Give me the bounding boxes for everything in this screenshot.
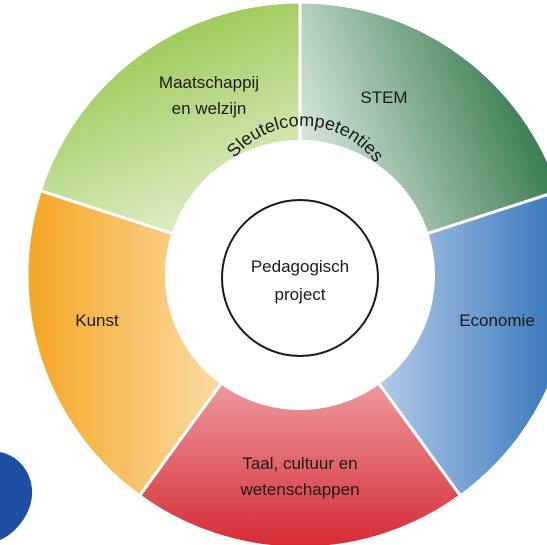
segment-label-stem-1: STEM [360, 88, 407, 107]
center-label-line-2: project [274, 285, 325, 304]
segment-label-maatschappij-2: en welzijn [172, 99, 247, 118]
center-label-line-1: Pedagogisch [251, 257, 349, 276]
segment-label-taal-2: wetenschappen [239, 480, 359, 499]
segment-label-taal-1: Taal, cultuur en [242, 454, 357, 473]
segment-label-kunst-1: Kunst [75, 311, 119, 330]
segment-label-economie-1: Economie [459, 311, 535, 330]
center-circle [221, 199, 379, 357]
segment-label-maatschappij-1: Maatschappij [159, 73, 259, 92]
corner-blob-shape [0, 452, 33, 540]
